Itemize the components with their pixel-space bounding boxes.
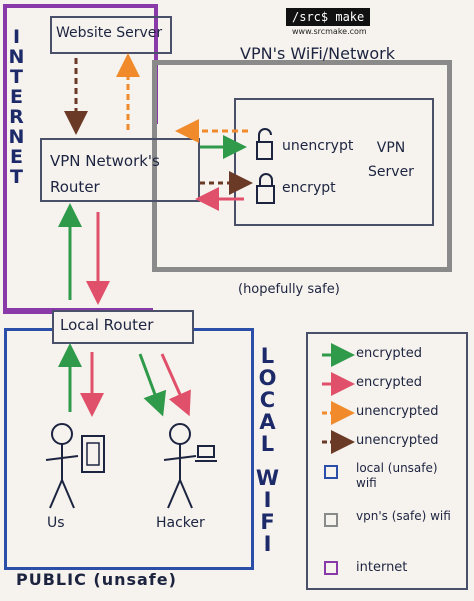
legend-brown-label: unencrypted [356, 433, 439, 448]
vpn-network-title: VPN's WiFi/Network [240, 44, 395, 63]
vpn-server-label: VPN Server [368, 140, 414, 180]
phone-icon [81, 435, 105, 473]
public-label: PUBLIC (unsafe) [16, 570, 177, 589]
legend-gray-swatch [324, 513, 338, 527]
legend-orange-label: unencrypted [356, 404, 439, 419]
legend-panel [306, 332, 468, 590]
vpn-network-region [152, 60, 452, 272]
website-server-label: Website Server [56, 25, 163, 41]
us-person-icon [45, 423, 79, 509]
legend-blue-label: local (unsafe) wifi [356, 461, 438, 490]
website-server-box [50, 16, 172, 54]
vpn-router-label: VPN Network's Router [50, 152, 160, 196]
unlocked-padlock-icon [256, 128, 273, 160]
legend-red-label: encrypted [356, 375, 423, 390]
hacker-person-icon [163, 423, 197, 509]
vpn-router-box [40, 138, 200, 202]
hacker-label: Hacker [156, 515, 205, 531]
legend-green-label: encrypted [356, 346, 423, 361]
us-label: Us [47, 515, 65, 531]
brand-title: /src$ make [286, 8, 371, 26]
brand-badge: /src$ make www.srcmake.com [278, 6, 470, 46]
hopefully-safe-label: (hopefully safe) [238, 282, 340, 297]
encrypt-label: encrypt [282, 180, 336, 196]
local-router-label: Local Router [60, 316, 154, 334]
locked-padlock-icon [256, 173, 275, 204]
brand-url: www.srcmake.com [292, 27, 367, 36]
legend-purple-swatch [324, 561, 338, 575]
vpn-server-box [234, 98, 434, 226]
legend-purple-label: internet [356, 560, 408, 575]
local-router-box [52, 310, 194, 344]
unencrypt-label: unencrypt [282, 138, 354, 154]
legend-blue-swatch [324, 465, 338, 479]
legend-gray-label: vpn's (safe) wifi [356, 509, 451, 523]
laptop-icon [195, 445, 217, 462]
